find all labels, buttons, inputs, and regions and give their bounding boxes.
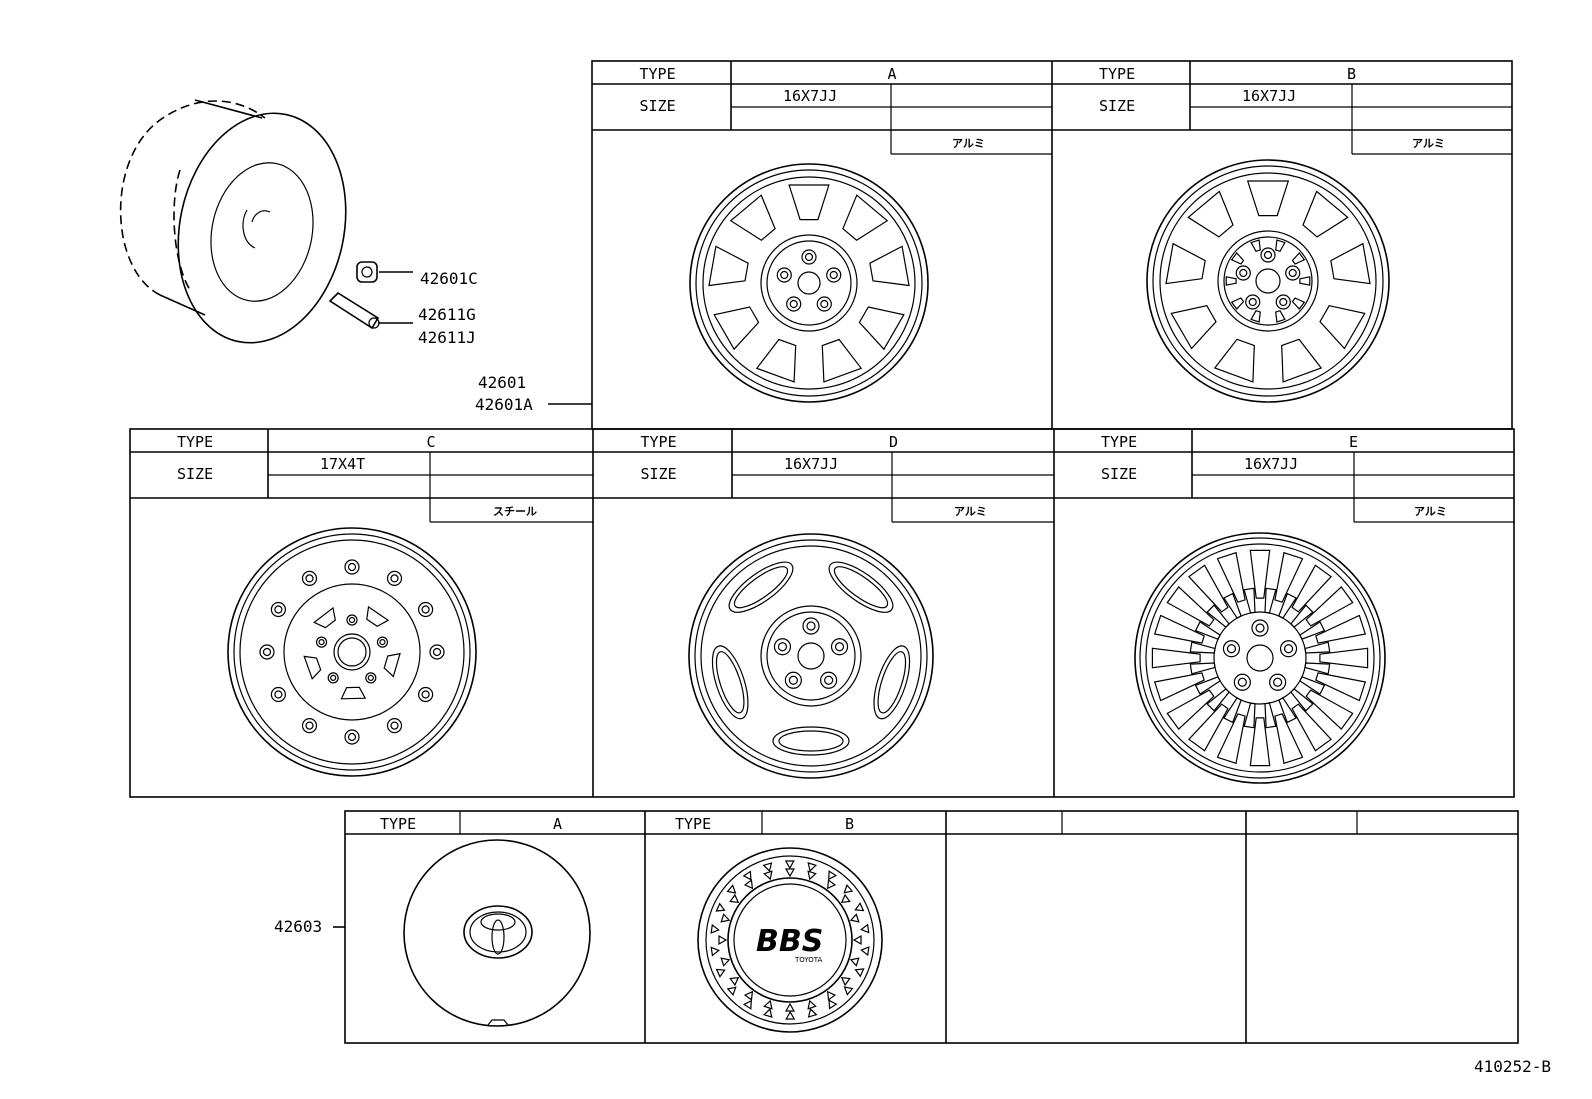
panel-d-size-label: SIZE (641, 465, 677, 483)
lug-nut-drawing (356, 261, 413, 283)
wheel-e-drawing (1134, 532, 1386, 784)
panel-a-type-label: TYPE (640, 65, 676, 83)
callout-42611J: 42611J (418, 328, 476, 347)
panel-a-type-value: A (888, 65, 897, 83)
ornament-b-type-value: B (845, 815, 854, 833)
bbs-badge-sub: TOYOTA (794, 956, 823, 964)
panel-b-material: アルミ (1412, 137, 1445, 150)
callout-42611G: 42611G (418, 305, 476, 324)
ornament-b-drawing: BBS TOYOTA (697, 847, 883, 1033)
panel-c-type-label: TYPE (177, 433, 213, 451)
ornament-table-frame (344, 810, 1519, 1044)
valve-stem-drawing (328, 291, 413, 330)
panel-c-type-value: C (427, 433, 436, 451)
panel-e-header: TYPE E SIZE 16X7JJ アルミ (1054, 429, 1514, 523)
ornament-a-drawing (403, 839, 591, 1027)
panel-e-size-value: 16X7JJ (1244, 455, 1298, 473)
callout-42601C: 42601C (420, 269, 478, 288)
panel-c-size-value: 17X4T (320, 455, 365, 473)
bbs-badge: BBS (756, 924, 823, 959)
panel-e-type-label: TYPE (1101, 433, 1137, 451)
spare-wheel-drawing (119, 99, 347, 344)
wheel-d-drawing (688, 533, 934, 779)
panel-c-material: スチール (493, 505, 537, 518)
ornament-a-type-value: A (553, 815, 562, 833)
panel-c-header: TYPE C SIZE 17X4T スチール (130, 429, 593, 523)
panel-e-material: アルミ (1414, 505, 1447, 518)
ornament-a-type-label: TYPE (380, 815, 416, 833)
panel-d-type-value: D (889, 433, 898, 451)
diagram-code: 410252-B (1474, 1057, 1551, 1076)
wheel-c-drawing (227, 527, 477, 777)
panel-b-header: TYPE B SIZE 16X7JJ アルミ (1052, 61, 1512, 155)
panel-b-type-value: B (1347, 65, 1356, 83)
panel-b-type-label: TYPE (1099, 65, 1135, 83)
panel-d-material: アルミ (954, 505, 987, 518)
wheel-table-frame (129, 60, 1515, 798)
wheel-a-drawing (689, 163, 929, 403)
panel-a-size-value: 16X7JJ (783, 87, 837, 105)
panel-a-header: TYPE A SIZE 16X7JJ アルミ (592, 61, 1052, 155)
panel-c-size-label: SIZE (177, 465, 213, 483)
panel-b-size-value: 16X7JJ (1242, 87, 1296, 105)
panel-d-header: TYPE D SIZE 16X7JJ アルミ (593, 429, 1054, 523)
panel-e-size-label: SIZE (1101, 465, 1137, 483)
ornament-b-type-label: TYPE (675, 815, 711, 833)
wheel-b-drawing (1146, 159, 1390, 403)
panel-d-size-value: 16X7JJ (784, 455, 838, 473)
callout-42601A: 42601A (475, 395, 533, 414)
panel-b-size-label: SIZE (1099, 97, 1135, 115)
panel-d-type-label: TYPE (641, 433, 677, 451)
callout-42603: 42603 (274, 917, 322, 936)
callout-42601: 42601 (478, 373, 526, 392)
panel-e-type-value: E (1349, 433, 1358, 451)
panel-a-size-label: SIZE (640, 97, 676, 115)
panel-a-material: アルミ (952, 137, 985, 150)
